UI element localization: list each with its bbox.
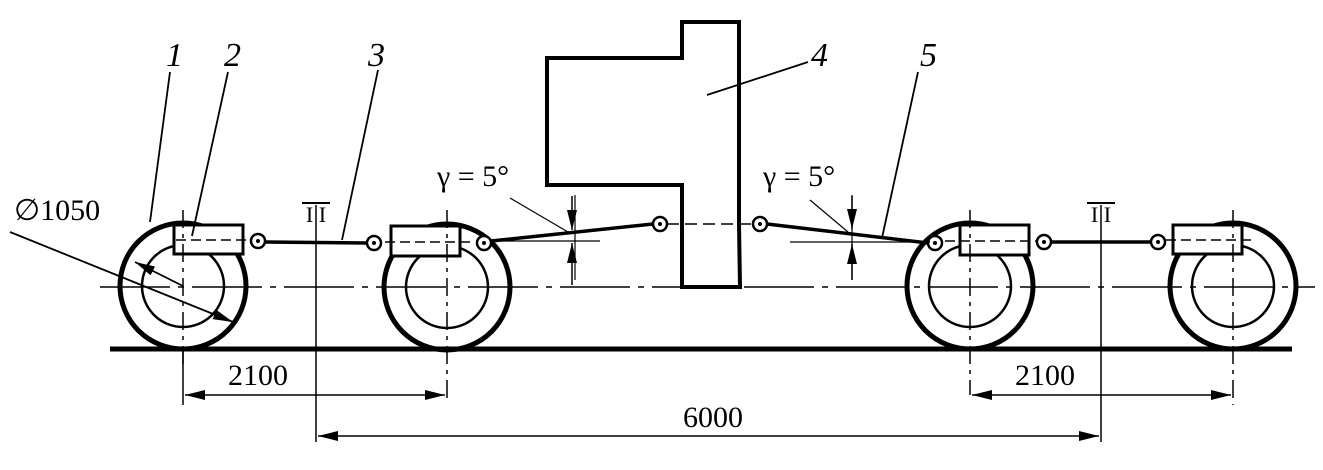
wheel-3 (904, 210, 1053, 395)
item-number-3: 3 (367, 37, 385, 74)
angle-label-left: γ = 5° (436, 160, 509, 193)
dim-label-total: 6000 (683, 401, 743, 434)
item-number-2: 2 (224, 37, 241, 74)
pivot-marker-left: I I (302, 202, 330, 442)
diameter-label: ∅1050 (14, 194, 100, 227)
wheel-4 (1149, 210, 1299, 405)
angle-label-right: γ = 5° (762, 160, 835, 193)
item-number-5: 5 (920, 37, 937, 74)
item-number-1: 1 (166, 37, 183, 74)
axlebox-2 (389, 224, 462, 258)
link-right (766, 222, 929, 245)
dim-label-right: 2100 (1015, 359, 1075, 392)
car-body (545, 20, 743, 289)
item-number-4: 4 (811, 37, 828, 74)
dim-label-left: 2100 (228, 359, 288, 392)
pivot-label-left: I I (306, 202, 326, 227)
link-left (490, 222, 654, 243)
pivot-marker-right: I I (1087, 202, 1115, 442)
pivot-label-right: I I (1091, 202, 1111, 227)
axlebox-3 (958, 223, 1031, 257)
wheel-1 (117, 210, 267, 370)
wheel-2 (365, 210, 513, 400)
diameter-dimension (9, 231, 234, 323)
